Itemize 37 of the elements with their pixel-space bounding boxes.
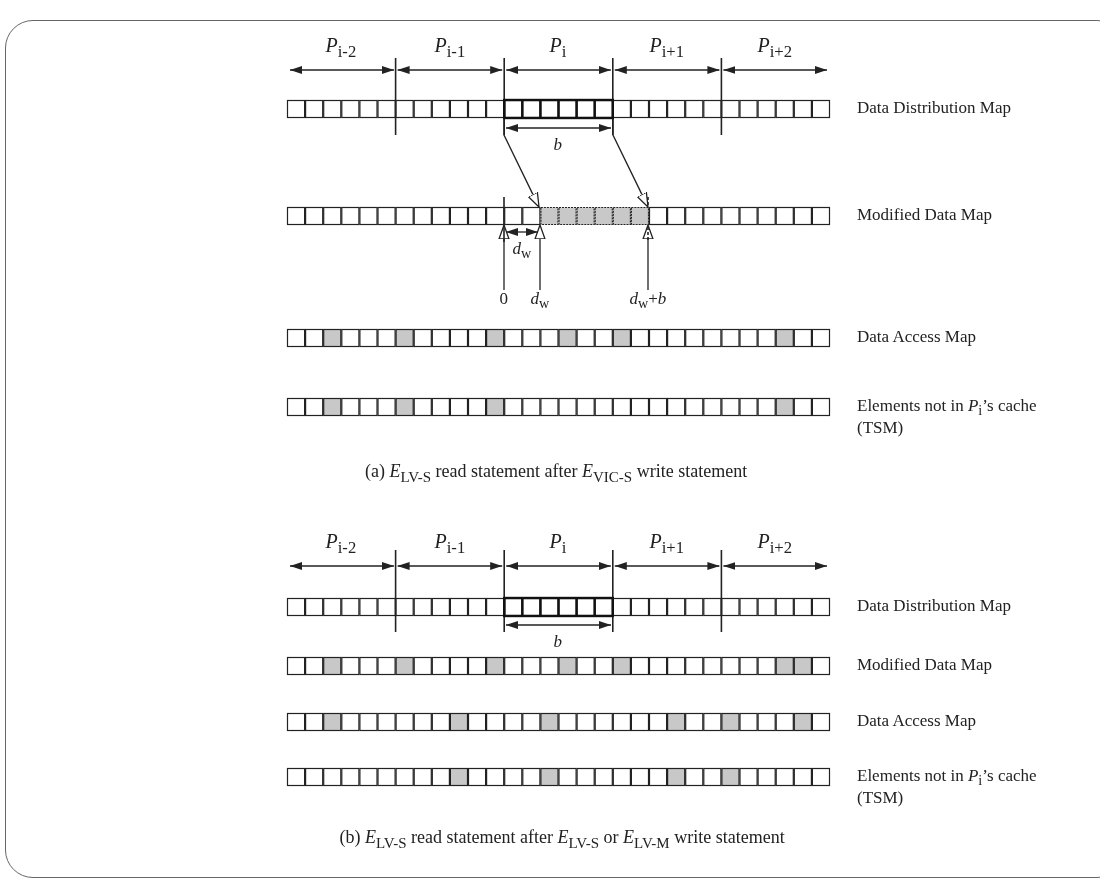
arrow	[534, 224, 546, 291]
partition-label: P$_{i-1}$	[434, 530, 466, 558]
map-name-label: Elements not in P$_{i}$’s cache (TSM)	[857, 767, 1038, 808]
arrow	[642, 224, 654, 291]
partition-label: P$_{i-2}$	[325, 34, 357, 62]
map-name-label: Modified Data Map	[857, 656, 994, 675]
map-name-label: Data Distribution Map	[857, 597, 1012, 616]
offset-label: 0	[499, 290, 508, 309]
figure-caption: (a) E$_{LV-S}$ read statement after E$_{VIC-S}$ write statement	[365, 462, 748, 486]
offset-label: d$_{w}$+b	[629, 290, 667, 312]
memory-cell-array	[287, 657, 830, 675]
figure-caption: (b) E$_{LV-S}$ read statement after E$_{LV-S}$ or E$_{LV-M}$ write statement	[339, 828, 785, 852]
offset-label: d$_{w}$	[530, 290, 550, 312]
memory-cell-array	[287, 207, 830, 225]
memory-cell-array	[287, 398, 830, 416]
partition-label: P$_{i}$	[549, 34, 567, 62]
memory-cell-array	[287, 329, 830, 347]
map-name-label: Data Access Map	[857, 328, 977, 347]
map-name-label: Data Access Map	[857, 712, 977, 731]
partition-label: P$_{i-2}$	[325, 530, 357, 558]
dimension-label: d$_{w}$	[512, 240, 532, 262]
partition-label: P$_{i+1}$	[649, 530, 685, 558]
dimension-label: b	[553, 136, 562, 155]
map-name-label: Elements not in P$_{i}$’s cache (TSM)	[857, 397, 1038, 438]
partition-label: P$_{i+2}$	[757, 34, 793, 62]
partition-label: P$_{i+1}$	[649, 34, 685, 62]
dimension-label: b	[553, 633, 562, 652]
partition-label: P$_{i}$	[549, 530, 567, 558]
memory-cell-array	[287, 598, 830, 616]
map-name-label: Modified Data Map	[857, 206, 994, 225]
map-name-label: Data Distribution Map	[857, 99, 1012, 118]
partition-label: P$_{i-1}$	[434, 34, 466, 62]
memory-cell-array	[287, 713, 830, 731]
memory-cell-array	[287, 100, 830, 118]
partition-label: P$_{i+2}$	[757, 530, 793, 558]
memory-cell-array	[287, 768, 830, 786]
arrow	[498, 224, 510, 291]
